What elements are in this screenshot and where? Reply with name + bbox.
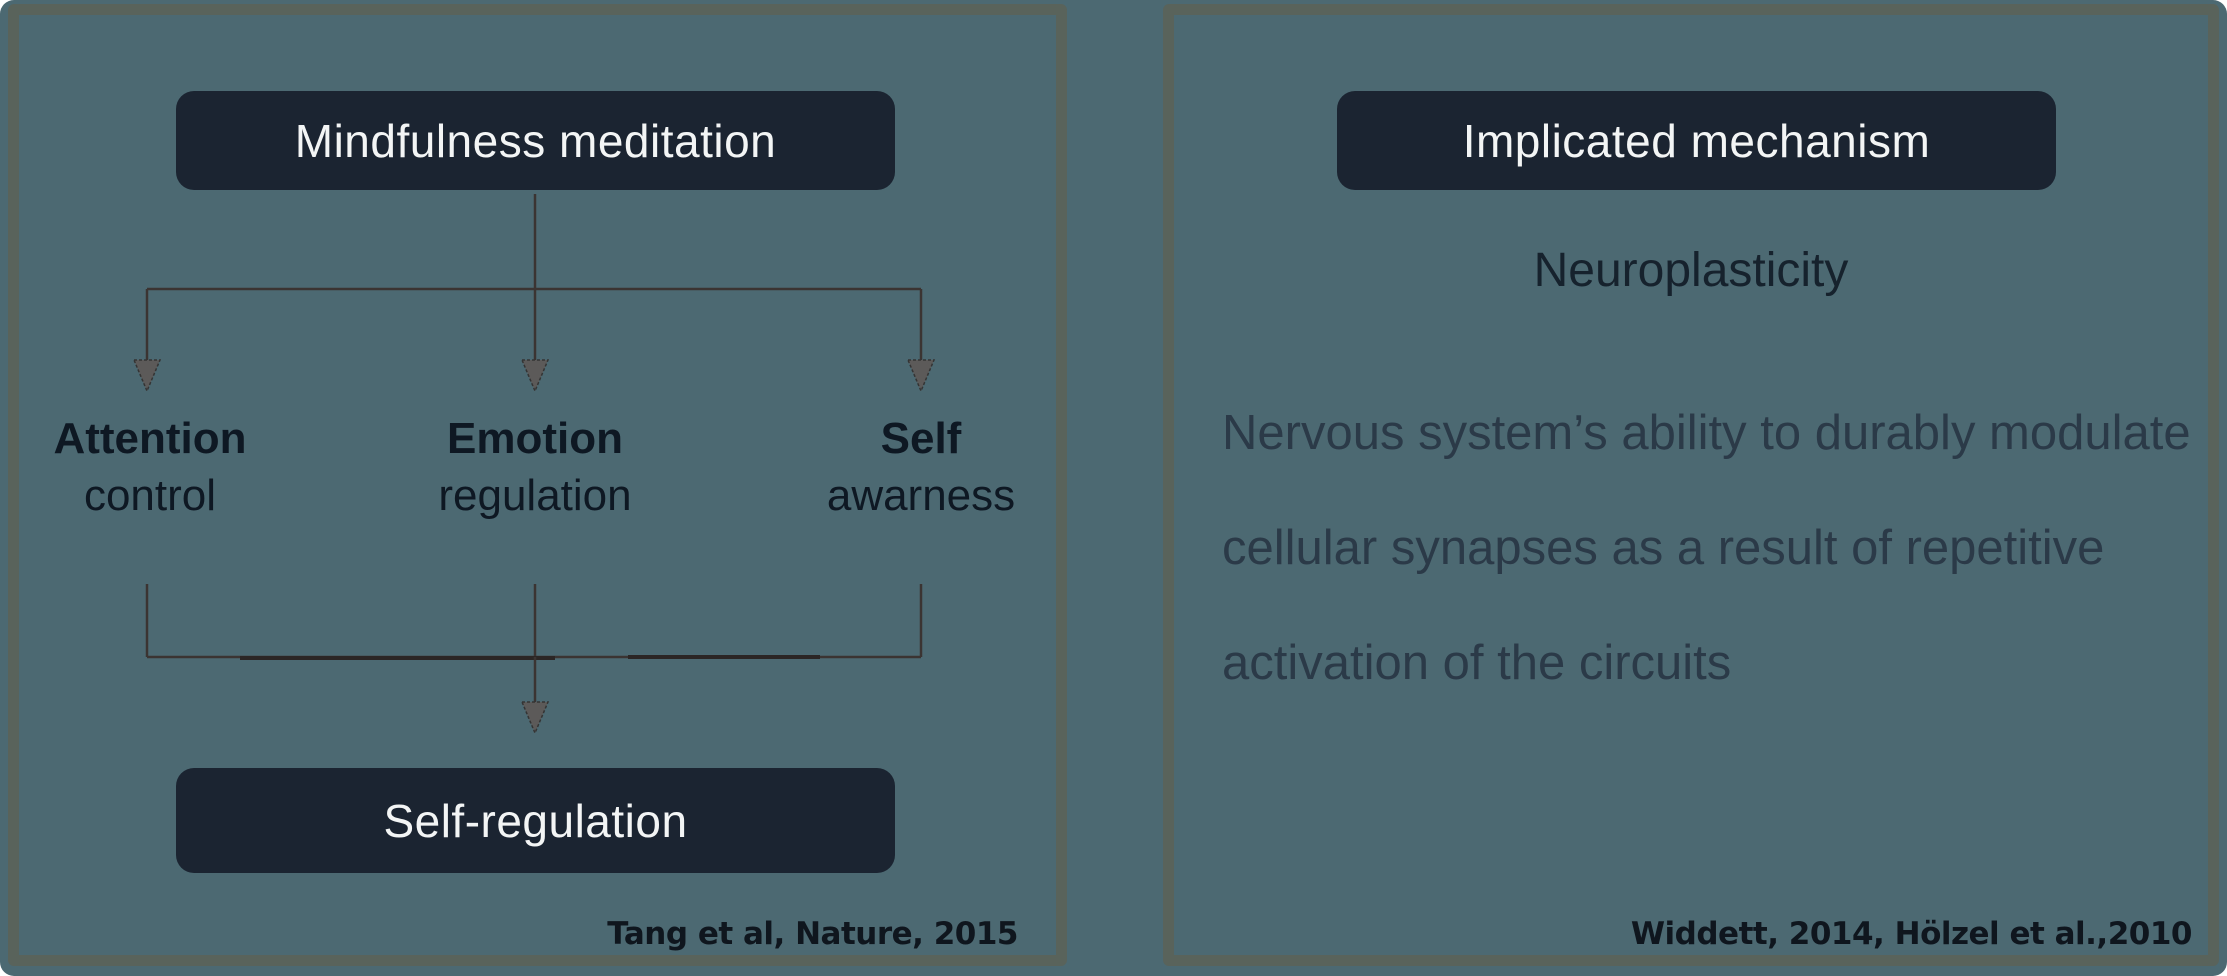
node-self-line1: Self [880, 414, 962, 463]
node-emotion-line2: regulation [438, 471, 632, 520]
left-citation: Tang et al, Nature, 2015 [607, 916, 1018, 952]
mindfulness-meditation-box: Mindfulness meditation [176, 91, 895, 190]
node-attention-control: Attention control [0, 410, 300, 524]
description-line-3: activation of the circuits [1222, 636, 1732, 690]
self-regulation-box: Self-regulation [176, 768, 895, 873]
neuroplasticity-description: Nervous system’s ability to durably modu… [1222, 376, 2222, 721]
description-line-2: cellular synapses as a result of repetit… [1222, 521, 2105, 575]
description-line-1: Nervous system’s ability to durably modu… [1222, 406, 2191, 460]
node-emotion-regulation: Emotion regulation [385, 410, 685, 524]
down-arrow-icon [520, 701, 550, 735]
neuroplasticity-title: Neuroplasticity [1533, 244, 1849, 297]
implicated-mechanism-label: Implicated mechanism [1462, 114, 1931, 167]
self-regulation-label: Self-regulation [383, 794, 688, 847]
down-arrow-icon [520, 359, 550, 393]
node-attention-line1: Attention [53, 414, 247, 463]
flow-connectors [132, 194, 936, 735]
left-panel-frame [8, 4, 1067, 966]
right-panel-frame [1163, 4, 2219, 966]
right-citation: Widdett, 2014, Hölzel et al.,2010 [1630, 916, 2193, 952]
node-self-line2: awarness [826, 471, 1016, 520]
node-emotion-line1: Emotion [447, 414, 623, 463]
node-attention-line2: control [83, 471, 217, 520]
implicated-mechanism-box: Implicated mechanism [1337, 91, 2056, 190]
mindfulness-meditation-label: Mindfulness meditation [294, 114, 777, 167]
down-arrow-icon [906, 359, 936, 393]
node-self-awareness: Self awarness [771, 410, 1071, 524]
down-arrow-icon [132, 359, 162, 393]
